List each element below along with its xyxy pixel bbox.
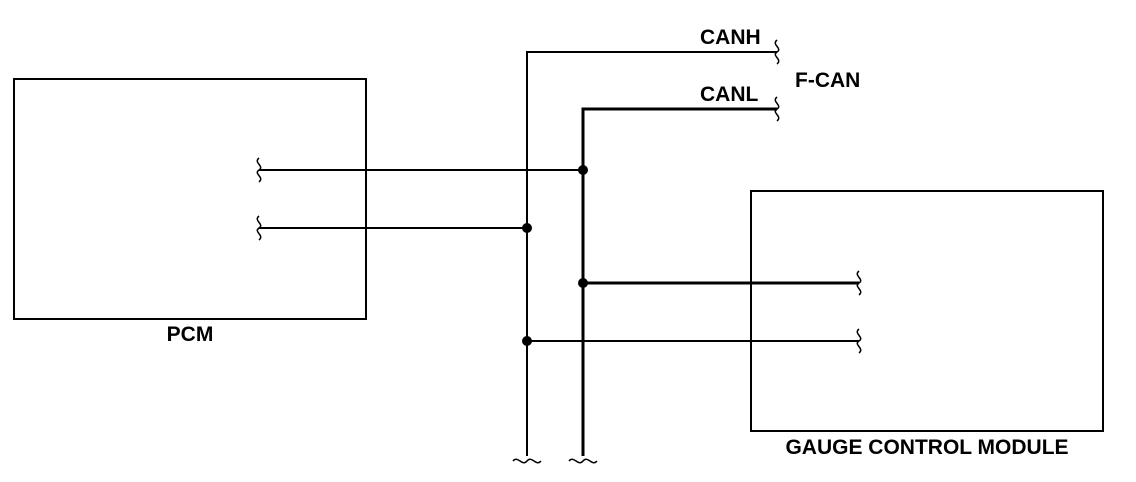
pcm-label: PCM [167,323,214,346]
canh-bus-line [526,51,777,456]
pcm-canh-break-symbol [256,215,262,241]
pcm-box [13,78,367,320]
splice-node [578,165,588,175]
f-can-label: F-CAN [795,69,860,92]
canl-label: CANL [700,83,758,106]
canh-bottom-break-symbol [512,458,542,464]
canh-break-symbol [774,39,780,65]
gauge-control-module-box [750,190,1104,432]
pcm-canl-break-symbol [256,157,262,183]
splice-node [578,278,588,288]
splice-node [522,223,532,233]
splice-node [522,336,532,346]
gauge-canl-break-symbol [856,270,862,296]
canl-break-symbol [774,96,780,122]
gauge-canh-break-symbol [856,328,862,354]
gauge-control-module-label: GAUGE CONTROL MODULE [785,436,1068,459]
canl-bottom-break-symbol [568,458,598,464]
canh-label: CANH [700,26,761,49]
